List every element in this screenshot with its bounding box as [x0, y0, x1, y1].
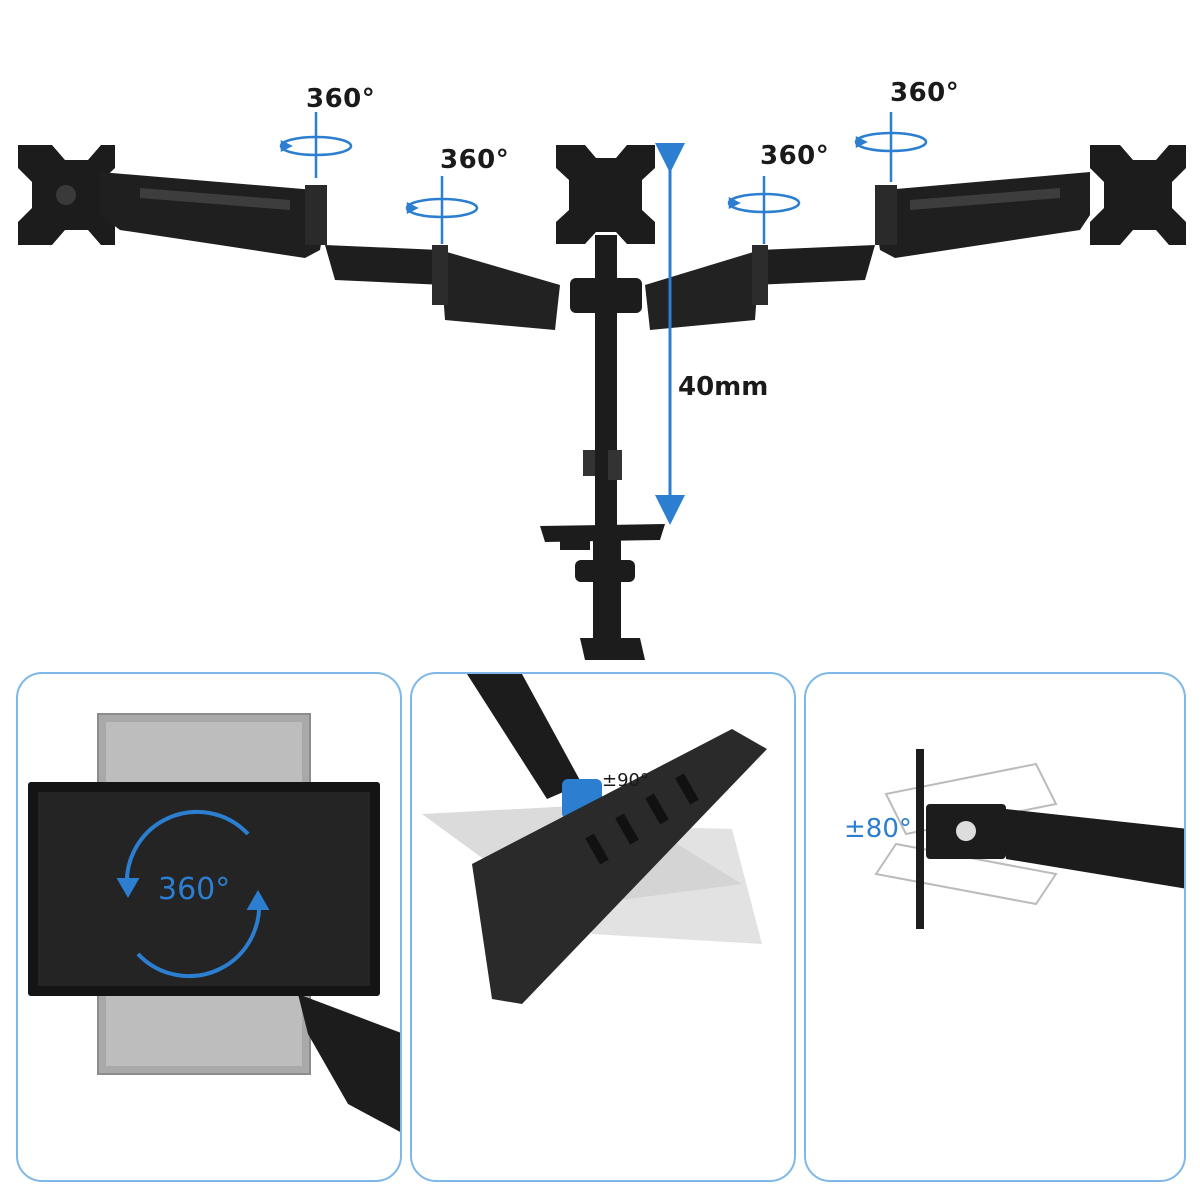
vesa-plate-right	[1090, 145, 1186, 245]
rotation-degree-label: 360°	[158, 872, 231, 907]
vesa-plate-left	[18, 145, 115, 245]
rotation-circle-icon	[116, 809, 270, 979]
left-upper-arm	[100, 172, 327, 258]
left-lower-arm	[325, 245, 560, 330]
rotation-indicator-3	[727, 176, 801, 244]
rotation-panel: 360°	[16, 672, 402, 1182]
right-upper-arm	[875, 172, 1090, 258]
rotation-indicator-1	[279, 112, 353, 178]
monitor-arm-illustration: 360° 360° 360° 360° 40mm	[18, 78, 1186, 660]
rotation-indicator-4	[854, 112, 928, 182]
tilt-degree-label: ±90°	[602, 770, 649, 791]
swivel-panel: ±80°	[804, 672, 1186, 1182]
right-lower-arm	[645, 245, 875, 330]
height-adjust-label: 40mm	[678, 372, 769, 402]
rotation-label: 360°	[890, 78, 960, 108]
tilt-panel: ±90°	[410, 672, 796, 1182]
rotation-indicator-2	[405, 176, 479, 244]
rotation-label: 360°	[440, 145, 510, 175]
swivel-degree-label: ±80°	[844, 814, 912, 844]
vesa-plate-center	[556, 145, 655, 244]
rotation-label: 360°	[306, 84, 376, 114]
rotation-label: 360°	[760, 141, 830, 171]
pole-and-clamp	[540, 235, 665, 660]
